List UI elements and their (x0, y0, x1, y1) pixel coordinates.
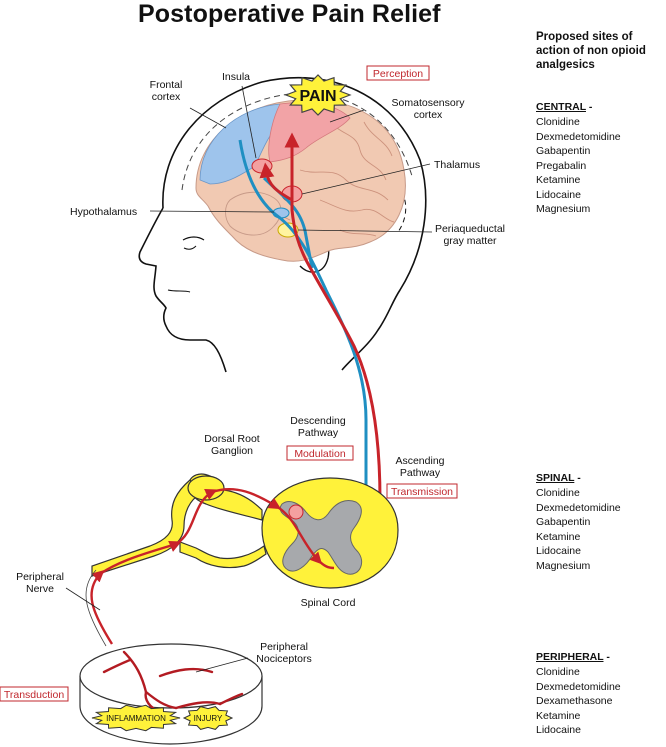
drug-item: Dexamethasone (536, 695, 613, 707)
peripheral-nociceptors-label-line: Peripheral (260, 641, 308, 653)
peripheral-nerve-label-line: Nerve (26, 583, 54, 595)
hypothalamus-label: Hypothalamus (70, 206, 137, 218)
modulation-box (286, 445, 354, 461)
group-suffix: - (585, 101, 593, 113)
insula-label: Insula (222, 71, 250, 83)
ascending-pathway-insula-branch (259, 162, 293, 202)
skull-dashed-line (181, 92, 413, 191)
somatosensory-cortex-label-line: Somatosensory (392, 97, 466, 109)
descending-pathway-label-line: Pathway (298, 427, 339, 439)
drug-item: Lidocaine (536, 545, 581, 557)
drug-item: Gabapentin (536, 516, 591, 528)
spinal-cord-label-line: Spinal Cord (301, 597, 356, 609)
transmission-label: Transmission (391, 486, 453, 498)
hypothalamus-label-line: Hypothalamus (70, 206, 137, 218)
inflammation-burst (91, 704, 181, 732)
page-title: Postoperative Pain Relief (138, 0, 441, 28)
somatosensory-cortex-label-line: cortex (414, 109, 443, 121)
inflammation-label: INFLAMMATION (106, 714, 166, 723)
analgesics-heading: Proposed sites of action of non opioid ana… (536, 30, 664, 72)
analgesics-heading-line: Proposed sites of (536, 31, 633, 43)
insula-marker (251, 158, 273, 174)
pain-pathway-diagram: PAIN Perception INFLAMMATION INJURY (0, 65, 505, 745)
spinal-synapse-marker (288, 504, 304, 520)
leader-lines (65, 85, 433, 673)
brain-folds (249, 119, 395, 237)
transmission-box (386, 483, 458, 499)
frontal-cortex-label-line: Frontal (150, 79, 183, 91)
thalamus-label: Thalamus (434, 159, 480, 171)
group-suffix: - (603, 651, 610, 663)
dorsal-root-ganglion-label-line: Ganglion (211, 445, 253, 457)
insula-label-line: Insula (222, 71, 250, 83)
drug-item: Dexmedetomidine (536, 680, 621, 693)
transduction-box (0, 686, 69, 702)
analgesics-heading-line: action of non opioid (536, 45, 646, 57)
peripheral-nerve-label-line: Peripheral (16, 571, 64, 583)
injury-label: INJURY (194, 714, 223, 723)
drug-item: Pregabalin (536, 159, 587, 172)
spinal-cord (261, 477, 399, 589)
drug-item: Magnesium (536, 203, 591, 215)
pain-burst-label: PAIN (299, 88, 336, 105)
group-title: CENTRAL - (536, 100, 664, 115)
drug-item: Clonidine (536, 487, 580, 499)
temporal-lobe (225, 191, 282, 236)
drug-item: Ketamine (536, 530, 581, 543)
drug-item: Clonidine (536, 666, 580, 678)
periaqueductal-gray-label-line: gray matter (443, 235, 497, 247)
drug-item: Dexmedetomidine (536, 130, 621, 143)
tissue-disc (79, 643, 263, 745)
group-name: PERIPHERAL (536, 651, 604, 663)
spinal-cord-label: Spinal Cord (301, 597, 356, 609)
analgesics-panel: Proposed sites of action of non opioid ana… (536, 0, 664, 747)
pain-burst (284, 74, 352, 116)
transduction-label: Transduction (4, 689, 64, 701)
group-name: CENTRAL (536, 101, 586, 113)
ascending-pathway-label-line: Ascending (395, 455, 444, 467)
perception-label: Perception (373, 68, 423, 80)
drug-item: Ketamine (536, 174, 581, 186)
group-name: SPINAL (536, 472, 575, 484)
periaqueductal-gray-label-line: Periaqueductal (435, 223, 505, 235)
drug-item: Lidocaine (536, 724, 581, 736)
peripheral-nociceptors-label-line: Nociceptors (256, 653, 311, 665)
peripheral-nerve-line (90, 487, 335, 645)
drug-item: Lidocaine (536, 188, 581, 201)
ascending-pathway-label-line: Pathway (400, 467, 441, 479)
analgesics-heading-line: analgesics (536, 59, 595, 71)
modulation-label: Modulation (294, 448, 346, 460)
head-outline (138, 76, 427, 373)
drug-item: Gabapentin (536, 145, 591, 157)
drug-item: Ketamine (536, 709, 581, 722)
descending-pathway-label-line: Descending (290, 415, 346, 427)
group-title: PERIPHERAL - (536, 650, 664, 665)
drug-item: Magnesium (536, 559, 591, 572)
thalamus-label-line: Thalamus (434, 159, 480, 171)
perception-box (366, 65, 430, 81)
peripheral-nerve-outline (85, 569, 107, 647)
group-title: SPINAL - (536, 471, 664, 486)
drug-item: Dexmedetomidine (536, 501, 621, 514)
drug-item: Clonidine (536, 116, 580, 128)
frontal-cortex-label-line: cortex (152, 91, 181, 103)
injury-burst (182, 706, 234, 730)
dorsal-root-ganglion-label-line: Dorsal Root (204, 433, 260, 445)
group-suffix: - (574, 472, 581, 484)
